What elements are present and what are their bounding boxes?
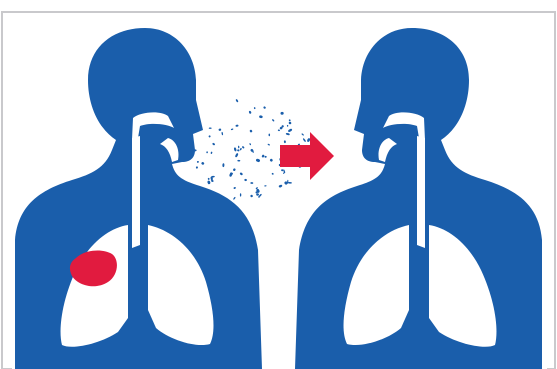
droplet-speck (240, 193, 241, 196)
trachea (417, 136, 425, 248)
trachea (132, 136, 140, 248)
droplet-speck (209, 128, 212, 129)
